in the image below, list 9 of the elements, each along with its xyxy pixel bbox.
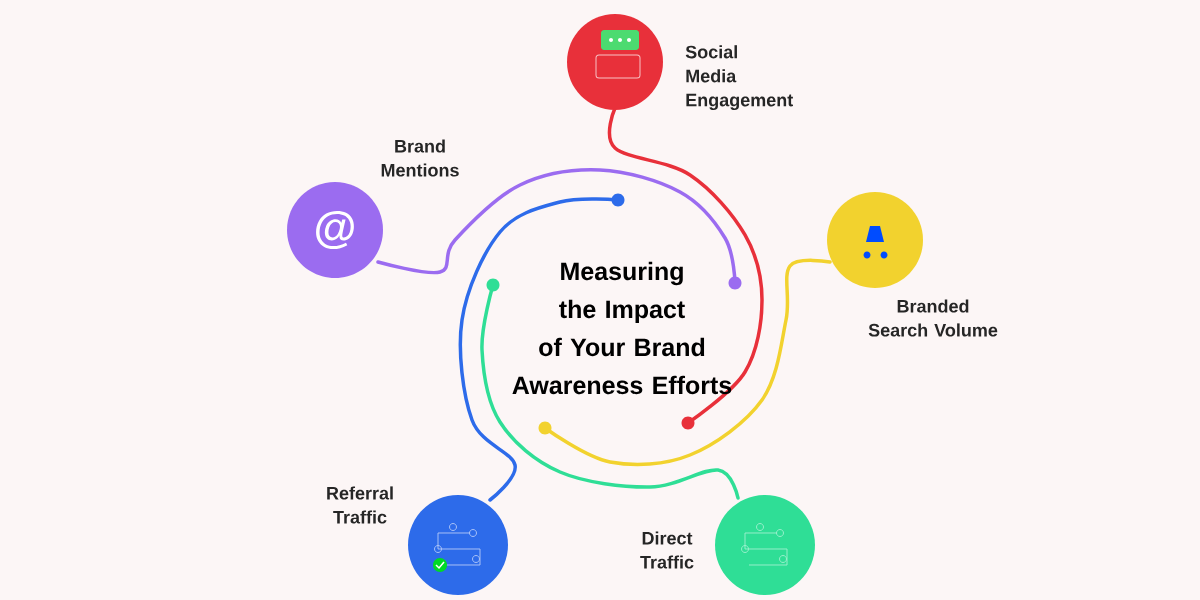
icon-circle — [715, 495, 815, 595]
metric-label: Direct Traffic — [640, 531, 694, 569]
metric-label: Branded Search Volume — [868, 299, 998, 337]
metric-label: Referral Traffic — [327, 486, 393, 524]
metric-label: Brand Mentions — [381, 139, 459, 177]
icon-circle — [408, 495, 508, 595]
icon-circle — [827, 192, 923, 288]
center-title: Measuring the Impact of Your Brand Awareness Efforts — [512, 261, 732, 395]
metric-label: Social Media Engagement — [685, 45, 793, 111]
